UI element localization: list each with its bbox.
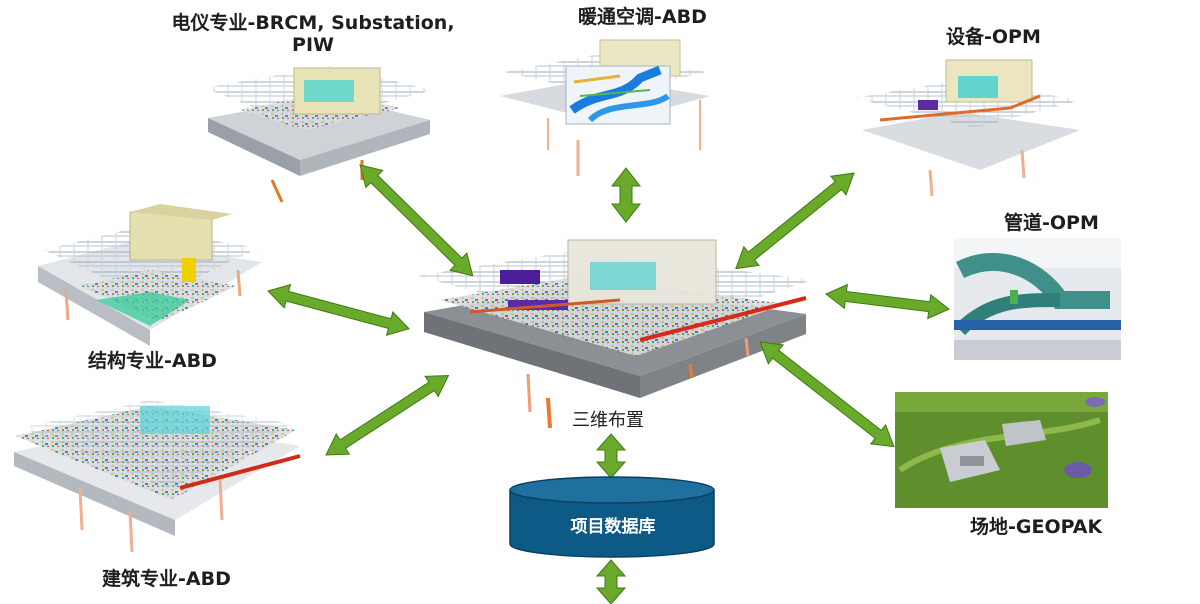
hvac-label: 暖通空调-ABD — [578, 6, 707, 28]
structure-label: 结构专业-ABD — [88, 350, 217, 372]
arrow-hvac-center — [610, 167, 642, 223]
center-label: 三维布置 — [572, 410, 644, 431]
arrow-database-below — [595, 559, 627, 604]
site-label: 场地-GEOPAK — [970, 516, 1103, 538]
equipment-model — [855, 59, 1080, 197]
piping-closeup — [954, 238, 1121, 360]
electrical-label-line1: 电仪专业-BRCM, Substation, — [171, 12, 455, 34]
arrow-equipment-center — [735, 172, 855, 270]
architecture-model — [14, 400, 301, 553]
hvac-model — [500, 39, 710, 176]
structure-model — [38, 204, 262, 346]
electrical-model — [205, 66, 432, 203]
arrow-piping-center — [825, 283, 951, 320]
site-model — [895, 392, 1108, 508]
database-label: 项目数据库 — [570, 517, 656, 537]
architecture-label: 建筑专业-ABD — [102, 568, 231, 590]
arrow-site-center — [759, 341, 895, 448]
arrow-structure-center — [267, 283, 410, 336]
center-3d-model — [418, 239, 812, 429]
arrow-electrical-center — [359, 164, 474, 277]
arrow-architecture-center — [325, 374, 450, 456]
electrical-label: 电仪专业-BRCM, Substation, PIW — [168, 12, 458, 56]
electrical-label-line2: PIW — [292, 34, 334, 56]
equipment-label: 设备-OPM — [946, 26, 1041, 48]
project-database-cylinder — [509, 476, 715, 558]
arrow-center-database — [595, 433, 627, 479]
piping-label: 管道-OPM — [1004, 212, 1099, 234]
